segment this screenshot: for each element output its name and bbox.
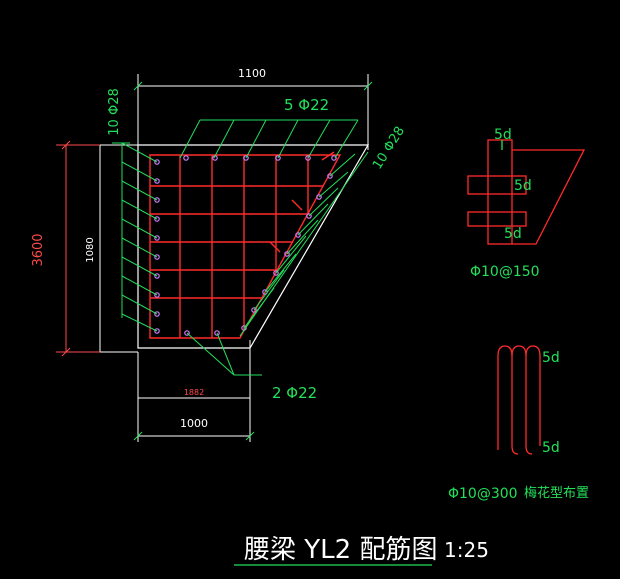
bar-dots — [154, 155, 337, 336]
beam-outline — [137, 144, 370, 349]
dimension-lines — [94, 74, 373, 442]
tie-detail — [497, 345, 541, 455]
bottom-bars-label: 2 Φ22 — [272, 384, 317, 402]
rebar-cage — [149, 151, 342, 339]
tie-5d-bot: 5d — [542, 440, 560, 456]
tie-note: 梅花型布置 — [524, 485, 589, 501]
stirrup-detail — [467, 139, 586, 245]
stirrup-label: Φ10@150 — [470, 264, 540, 280]
dim-left-total: 3600 — [31, 233, 46, 266]
stirrup-5d-top: 5d — [494, 127, 512, 143]
dim-top-width: 1100 — [238, 67, 266, 80]
drawing-title: 腰梁 YL2 配筋图 — [244, 535, 437, 565]
dim-bottom-width: 1000 — [180, 417, 208, 430]
drawing-scale: 1:25 — [444, 538, 489, 562]
stirrup-5d-mid: 5d — [514, 178, 532, 194]
dim-left-inner: 1080 — [85, 237, 96, 262]
stirrup-5d-bot: 5d — [504, 226, 522, 242]
tie-label: Φ10@300 — [448, 486, 518, 502]
dimension-3600 — [56, 140, 100, 357]
right-bars-label: 10 Φ28 — [370, 124, 408, 172]
left-bars-label: 10 Φ28 — [107, 88, 122, 135]
leader-lines — [112, 119, 369, 376]
tie-5d-top: 5d — [542, 350, 560, 366]
dim-bottom-inner: 1882 — [184, 388, 204, 397]
top-bars-label: 5 Φ22 — [284, 96, 329, 114]
